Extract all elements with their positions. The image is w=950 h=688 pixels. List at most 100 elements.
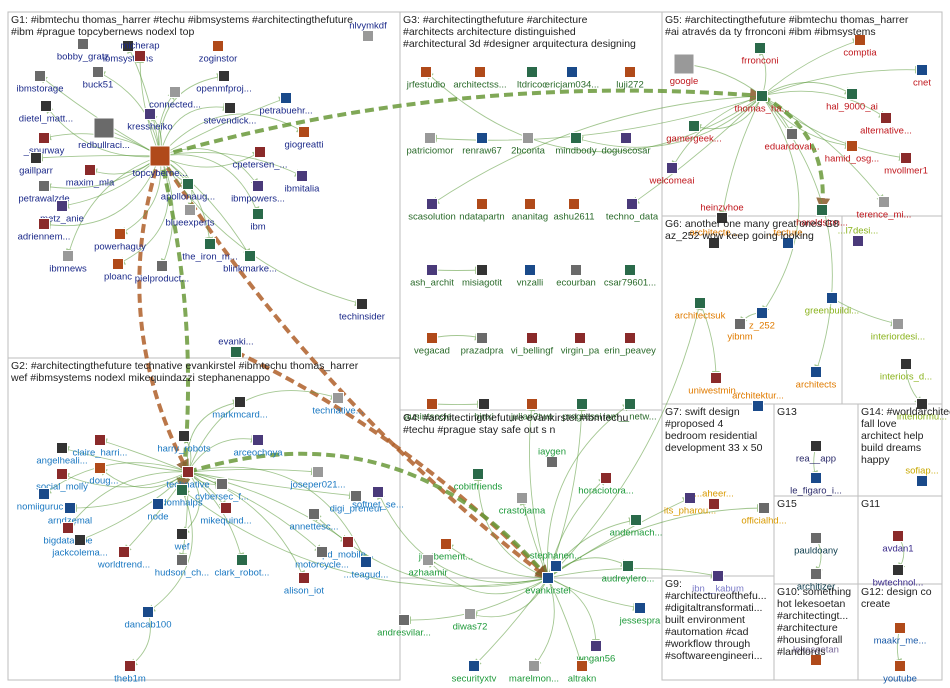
node-crastojama[interactable]: crastojama (499, 492, 546, 517)
node-spurway[interactable]: _spurway (23, 132, 65, 157)
node-stephanen[interactable]: stephanen... (530, 551, 582, 572)
node-google[interactable]: google (670, 53, 699, 87)
node-wngan56[interactable]: wngan56 (576, 640, 616, 665)
node-jackcolema[interactable]: jackcolema... (51, 534, 108, 559)
node-maakr_me[interactable]: maakr_me... (874, 622, 927, 647)
node-architecte[interactable]: architecte... (689, 228, 739, 249)
node-kressheiko[interactable]: kressheiko (127, 108, 173, 133)
node-l7desi[interactable]: ...l7desi... (838, 226, 879, 247)
node-zoginstor[interactable]: zoginstor (199, 40, 238, 65)
node-hal_9000_ai[interactable]: hal_9000_ai (826, 88, 878, 113)
node-stevendick[interactable]: stevendick... (204, 102, 257, 127)
node-blinkmarke[interactable]: blinkmarke... (223, 250, 277, 275)
node-gamergeek[interactable]: gamergeek... (666, 120, 722, 145)
node-aheer[interactable]: ...aheer... (694, 489, 734, 510)
node-mindbody[interactable]: mindbody (555, 132, 597, 157)
node-node[interactable]: node (147, 498, 169, 523)
node-haroldsinn[interactable]: haroldsinn... (796, 204, 848, 229)
node-bobby_gratz[interactable]: bobby_gratz (57, 38, 110, 63)
node-audreylero[interactable]: audreylero... (602, 560, 655, 585)
node-hamid_osg[interactable]: hamid_osg... (825, 140, 879, 165)
node-z_252[interactable]: z_252 (749, 307, 775, 332)
node-doug[interactable]: ...doug... (82, 462, 119, 487)
node-ananitag[interactable]: ananitag (512, 198, 548, 223)
node-lekesoetan[interactable]: lekesoetan (793, 645, 839, 666)
node-petrabuehr[interactable]: petrabuehr... (259, 92, 313, 117)
node-its_pharou[interactable]: its_pharou... (664, 492, 716, 517)
node-azhaamir[interactable]: azhaamir (408, 554, 448, 579)
node-patriciomor[interactable]: patriciomor (407, 132, 454, 157)
node-cobitfriends[interactable]: cobitfriends (454, 468, 503, 493)
node-petrawalzde[interactable]: petrawalzde (18, 180, 70, 205)
node-clark_robot[interactable]: clark_robot... (215, 554, 270, 579)
node-techinsider[interactable]: techinsider (339, 298, 385, 323)
node-jrfestudio[interactable]: jrfestudio (406, 66, 446, 91)
node-bwtechnol[interactable]: bwtechnol... (873, 564, 924, 589)
node-architektur[interactable]: architektur... (732, 391, 784, 412)
node-ausintsocie[interactable]: ausintsocie... (404, 398, 460, 423)
node-marelmon[interactable]: marelmon... (509, 660, 559, 685)
node-ibmnews[interactable]: ibmnews (49, 250, 87, 275)
node-interiormu[interactable]: interiormu... (897, 398, 947, 423)
node-jessespra[interactable]: jessespra (619, 602, 661, 627)
node-blueexperts[interactable]: blueexperts (165, 204, 215, 229)
node-welcomeai[interactable]: welcomeai (649, 162, 695, 187)
node-ibmsystems[interactable]: ibmsystems (103, 40, 153, 65)
node-virgin_pa[interactable]: virgin_pa (561, 332, 600, 357)
node-maxim_mla[interactable]: maxim_mla (66, 164, 115, 189)
node-openmfproj[interactable]: openmfproj... (196, 70, 252, 95)
node-hudson_ch[interactable]: hudson_ch... (155, 554, 209, 579)
node-justbement[interactable]: justbement... (418, 538, 473, 563)
node-ibmpowers[interactable]: ibmpowers... (231, 180, 285, 205)
node-ibm[interactable]: ibm (250, 208, 266, 233)
node-giogreatti[interactable]: giogreatti (284, 126, 324, 151)
node-ibmstorage[interactable]: ibmstorage (17, 70, 64, 95)
node-adriennem[interactable]: adriennem... (18, 218, 71, 243)
node-gaillparr[interactable]: gaillparr (19, 152, 53, 177)
node-cpetersen[interactable]: cpetersen_... (233, 146, 288, 171)
node-ashu2611[interactable]: ashu2611 (553, 198, 595, 223)
node-cnet[interactable]: cnet (913, 64, 931, 89)
node-vi_bellingf[interactable]: vi_bellingf (511, 332, 554, 357)
node-architectss[interactable]: architectss... (453, 66, 507, 91)
node-securityxtv[interactable]: securityxtv (452, 660, 497, 685)
node-comptia[interactable]: comptia (843, 34, 877, 59)
node-pd_mobile[interactable]: pd_mobile... (322, 536, 374, 561)
node-buck51[interactable]: buck51 (83, 66, 114, 91)
node-ibmitalia[interactable]: ibmitalia (285, 170, 321, 195)
node-harry_robots[interactable]: harry_robots (157, 430, 211, 455)
node-ash_archit[interactable]: ash_archit (410, 264, 454, 289)
node-pauldoany[interactable]: pauldoany (794, 532, 838, 557)
node-dancab100[interactable]: dancab100 (124, 606, 172, 631)
node-apollonaug[interactable]: apollonaug... (161, 178, 215, 203)
node-evankirstel[interactable]: evankirstel (525, 572, 571, 597)
node-joseper021[interactable]: joseper021... (290, 466, 346, 491)
node-ploanc[interactable]: ploanc (104, 258, 132, 283)
node-heinzvhoe[interactable]: heinzvhoe (700, 203, 744, 224)
node-theb1m[interactable]: theb1m (114, 660, 146, 685)
node-technative_a[interactable]: technative... (312, 392, 364, 417)
node-architectsuk[interactable]: architectsuk (675, 297, 726, 322)
node-interiordesi[interactable]: interiordesi... (871, 318, 925, 343)
node-prazadpra[interactable]: prazadpra (461, 332, 504, 357)
node-yibnm[interactable]: yibnm (727, 318, 753, 343)
node-mvollmer1[interactable]: mvollmer1 (884, 152, 928, 177)
node-uniwestmin[interactable]: uniwestmin... (688, 372, 744, 397)
node-domhalps[interactable]: domhalps (161, 484, 203, 509)
node-topcyberne[interactable]: topcyberne... (133, 145, 188, 179)
node-digi_preneur[interactable]: digi_preneur (330, 490, 383, 515)
node-redbullraci[interactable]: redbullraci... (78, 117, 130, 151)
node-altrakn[interactable]: altrakn (568, 660, 597, 685)
node-markmcard[interactable]: markmcard... (212, 396, 268, 421)
node-connected[interactable]: connected... (149, 86, 201, 111)
node-teagud[interactable]: ...teagud... (344, 556, 389, 581)
node-arceochoya[interactable]: arceochoya (233, 434, 283, 459)
node-rea_app[interactable]: rea__app (796, 440, 836, 465)
node-alternative[interactable]: alternative... (860, 112, 912, 137)
node-officialhd[interactable]: officialhd... (741, 502, 787, 527)
node-ecourban[interactable]: ecourban (556, 264, 596, 289)
node-thomas_ha[interactable]: thomas_ha... (735, 90, 790, 115)
node-claire_harri[interactable]: claire_harri... (73, 434, 128, 459)
node-motorcycle[interactable]: motorcycle... (295, 546, 349, 571)
node-binxi[interactable]: binxi (474, 398, 494, 423)
